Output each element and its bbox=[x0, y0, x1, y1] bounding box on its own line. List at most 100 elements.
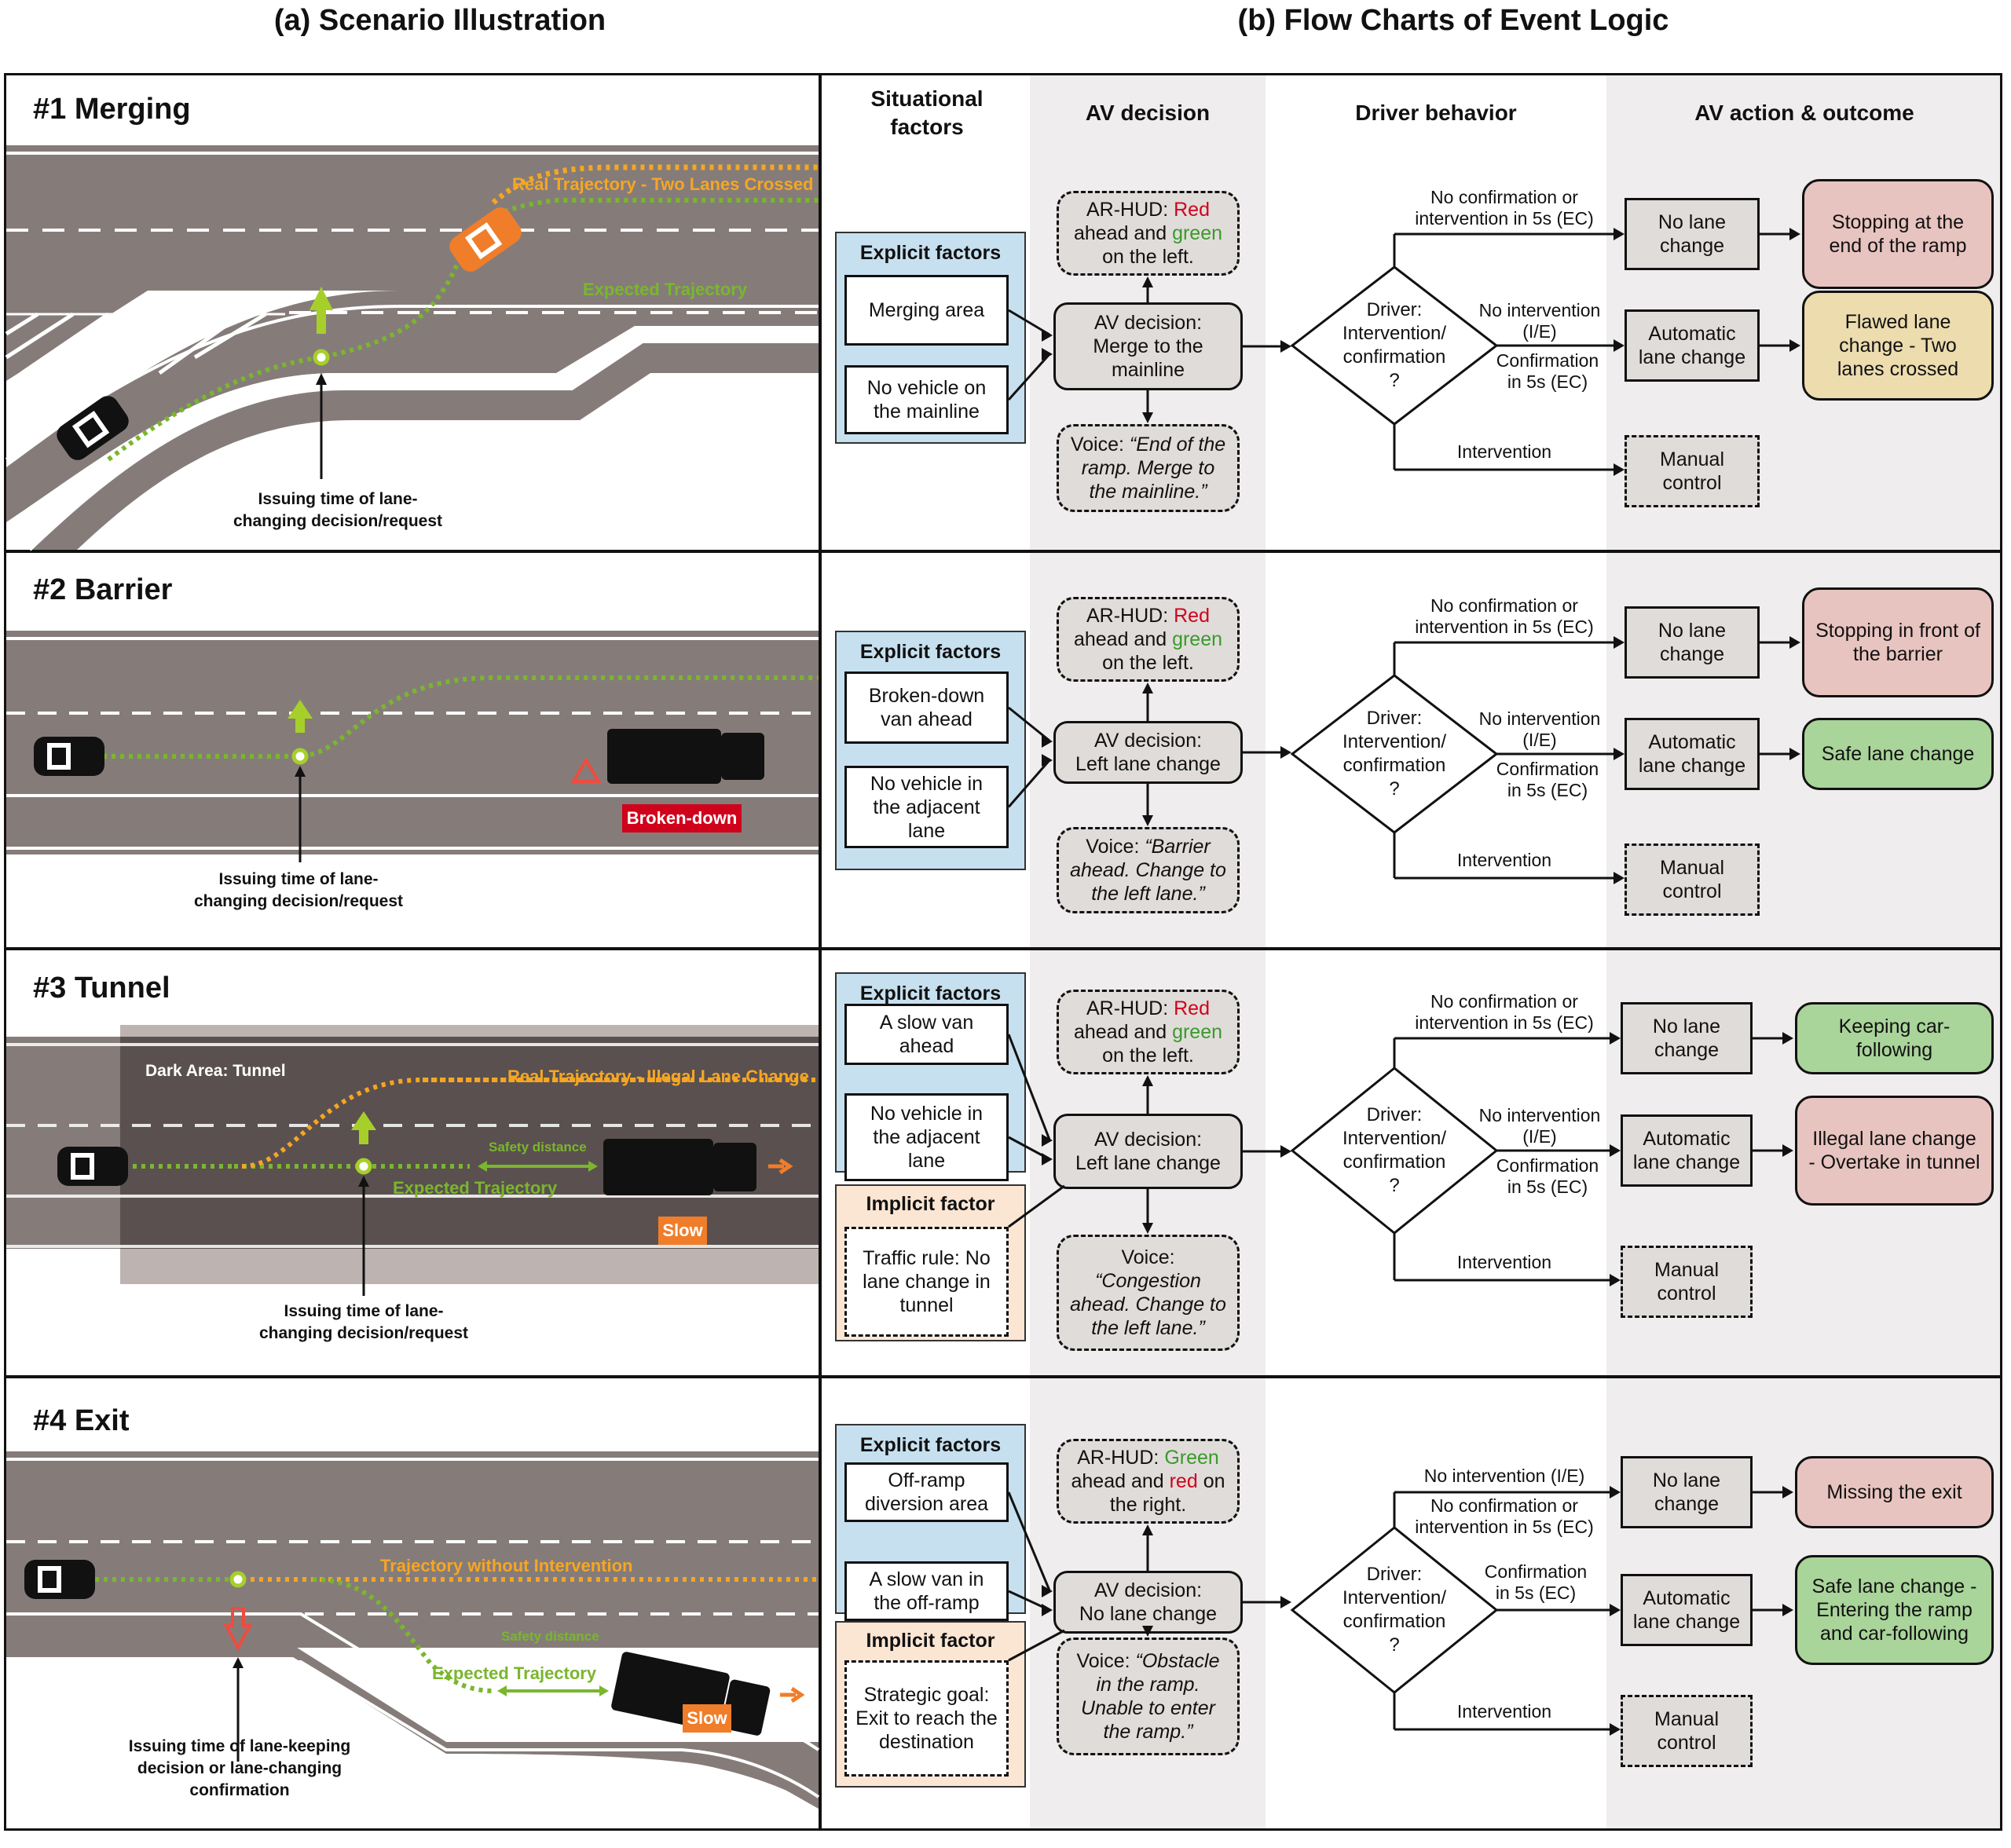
edge-label-line: (I/E) bbox=[1522, 730, 1557, 750]
hud-color-1: Red bbox=[1174, 605, 1210, 627]
hud-prefix: AR-HUD: bbox=[1086, 199, 1174, 221]
voice-text: Voice: “Congestion ahead. Change to the … bbox=[1067, 1246, 1229, 1340]
scenario-4-safety-distance-label: Safety distance bbox=[501, 1629, 599, 1644]
action-text: Automatic lane change bbox=[1632, 1128, 1741, 1173]
edge-label-line: Confirmation bbox=[1484, 1561, 1588, 1582]
av-decision-line: Left lane change bbox=[1075, 1152, 1221, 1174]
explicit-factor-box: Broken-down van ahead bbox=[844, 672, 1009, 744]
row-divider-1 bbox=[4, 550, 2002, 553]
explicit-factor-text: A slow van ahead bbox=[879, 1012, 974, 1057]
outcome-box-red: Missing the exit bbox=[1795, 1456, 1994, 1528]
flow-connectors bbox=[1007, 636, 1800, 884]
edge-label-no-intervention: No intervention(I/E) bbox=[1430, 1105, 1650, 1147]
explicit-factor-text: A slow van in the off-ramp bbox=[869, 1568, 984, 1614]
diamond-text: Driver:Intervention/confirmation? bbox=[1324, 1561, 1465, 1659]
flow-connectors bbox=[1007, 1486, 1793, 1736]
explicit-factor-box: A slow van ahead bbox=[844, 1004, 1009, 1065]
edge-label-line: Intervention bbox=[1456, 441, 1552, 462]
explicit-factor-box: No vehicle on the mainline bbox=[844, 365, 1009, 434]
arrowhead-icon bbox=[1610, 1723, 1621, 1736]
hud-color-1: Green bbox=[1164, 1447, 1219, 1469]
outcome-text: Missing the exit bbox=[1826, 1481, 1962, 1503]
av-decision-line: AV decision: bbox=[1093, 730, 1203, 752]
diamond-line: Intervention/ bbox=[1342, 1587, 1447, 1608]
scenario-4-real-trajectory-label: Trajectory without Intervention bbox=[380, 1556, 633, 1575]
outcome-box-green: Safe lane change - Entering the ramp and… bbox=[1795, 1555, 1994, 1665]
arrowhead-icon bbox=[1042, 329, 1053, 342]
outcome-box-red: Illegal lane change - Overtake in tunnel bbox=[1795, 1096, 1994, 1206]
outcome-text: Stopping at the end of the ramp bbox=[1829, 211, 1967, 257]
edge-label-line: Intervention bbox=[1456, 850, 1552, 870]
arrowhead-icon bbox=[1280, 746, 1291, 759]
hud-prefix: AR-HUD: bbox=[1077, 1447, 1165, 1469]
figure-frame bbox=[4, 73, 2002, 1831]
no-lane-change-box: No lane change bbox=[1625, 198, 1760, 270]
ar-hud-box: AR-HUD: Red ahead and green on the left. bbox=[1057, 597, 1240, 682]
edge-label-line: intervention in 5s (EC) bbox=[1415, 617, 1594, 637]
hud-prefix: AR-HUD: bbox=[1086, 605, 1174, 627]
implicit-arrow bbox=[1008, 1629, 1065, 1662]
arrowhead-icon bbox=[1142, 412, 1153, 423]
explicit-factor-box: A slow van in the off-ramp bbox=[844, 1561, 1009, 1621]
av-decision-box: AV decision:No lane change bbox=[1053, 1571, 1243, 1634]
implicit-arrow bbox=[1008, 1184, 1065, 1228]
hud-color-2: green bbox=[1172, 628, 1223, 650]
edge-label-line: Intervention bbox=[1456, 1252, 1552, 1272]
voice-text: Voice: “End of the ramp. Merge to the ma… bbox=[1067, 433, 1229, 503]
arrowhead-icon bbox=[1142, 815, 1153, 826]
diamond-line: ? bbox=[1389, 1175, 1400, 1196]
hud-mid: ahead and bbox=[1073, 628, 1173, 650]
av-decision-line: AV decision: bbox=[1093, 1129, 1203, 1151]
edge-label-line: No intervention bbox=[1478, 1105, 1601, 1125]
action-text: No lane change bbox=[1658, 211, 1727, 257]
scenario-4-annotation: Issuing time of lane-keeping decision or… bbox=[128, 1737, 351, 1799]
explicit-factors-header: Explicit factors bbox=[859, 641, 1002, 663]
arrowhead-icon bbox=[1614, 872, 1625, 884]
outcome-box-green: Safe lane change bbox=[1802, 718, 1994, 790]
edge-label-no-intervention: No intervention (I/E) bbox=[1394, 1466, 1614, 1487]
diamond-line: confirmation bbox=[1342, 1151, 1446, 1173]
explicit-factor-box: Merging area bbox=[844, 275, 1009, 346]
scenario-2-annotation: Issuing time of lane- changing decision/… bbox=[193, 870, 404, 910]
outcome-text: Flawed lane change - Two lanes crossed bbox=[1837, 311, 1959, 380]
ar-hud-text: AR-HUD: Red ahead and green on the left. bbox=[1070, 997, 1226, 1067]
diamond-line: Driver: bbox=[1366, 1564, 1423, 1585]
action-text: Automatic lane change bbox=[1638, 323, 1746, 368]
arrowhead-icon bbox=[1042, 735, 1053, 748]
edge-label-line: in 5s (EC) bbox=[1507, 1176, 1588, 1197]
explicit-factor-text: No vehicle on the mainline bbox=[866, 377, 987, 423]
factor-arrow bbox=[1007, 759, 1051, 808]
factor-arrow bbox=[1007, 1491, 1051, 1591]
scenario-3-expected-trajectory-label: Expected Trajectory bbox=[393, 1178, 558, 1198]
hud-suffix: on the left. bbox=[1102, 246, 1194, 268]
av-decision-box: AV decision:Left lane change bbox=[1053, 721, 1243, 784]
factor-arrow bbox=[1007, 353, 1051, 401]
outcome-box-yellow: Flawed lane change - Two lanes crossed bbox=[1802, 291, 1994, 401]
arrowhead-icon bbox=[1610, 1486, 1621, 1499]
arrowhead-icon bbox=[1142, 1223, 1153, 1234]
hud-mid: ahead and bbox=[1073, 1021, 1173, 1043]
av-decision-box: AV decision:Left lane change bbox=[1053, 1114, 1243, 1189]
av-car-icon bbox=[57, 1147, 128, 1186]
arrowhead-icon bbox=[1142, 1626, 1153, 1637]
action-text: Manual control bbox=[1660, 857, 1724, 902]
action-text: Manual control bbox=[1654, 1259, 1719, 1305]
arrowhead-icon bbox=[1280, 1596, 1291, 1608]
edge-label-no-intervention: No intervention(I/E) bbox=[1430, 300, 1650, 342]
edge-label-line: No confirmation or bbox=[1430, 991, 1578, 1012]
implicit-factor-header: Implicit factor bbox=[866, 1630, 995, 1652]
arrowhead-icon bbox=[1789, 339, 1800, 352]
edge-label-line: No confirmation or bbox=[1430, 595, 1578, 616]
edge-label-line: Intervention bbox=[1456, 1701, 1552, 1722]
arrowhead-icon bbox=[1142, 1524, 1153, 1535]
av-decision-line: No lane change bbox=[1079, 1603, 1218, 1625]
scenario-3-road bbox=[6, 1025, 819, 1296]
edge-label-line: No intervention bbox=[1478, 708, 1601, 729]
diamond-line: Intervention/ bbox=[1342, 1128, 1447, 1149]
edge-label-no-intervention: No intervention(I/E) bbox=[1430, 708, 1650, 751]
row-divider-3 bbox=[4, 1375, 2002, 1378]
